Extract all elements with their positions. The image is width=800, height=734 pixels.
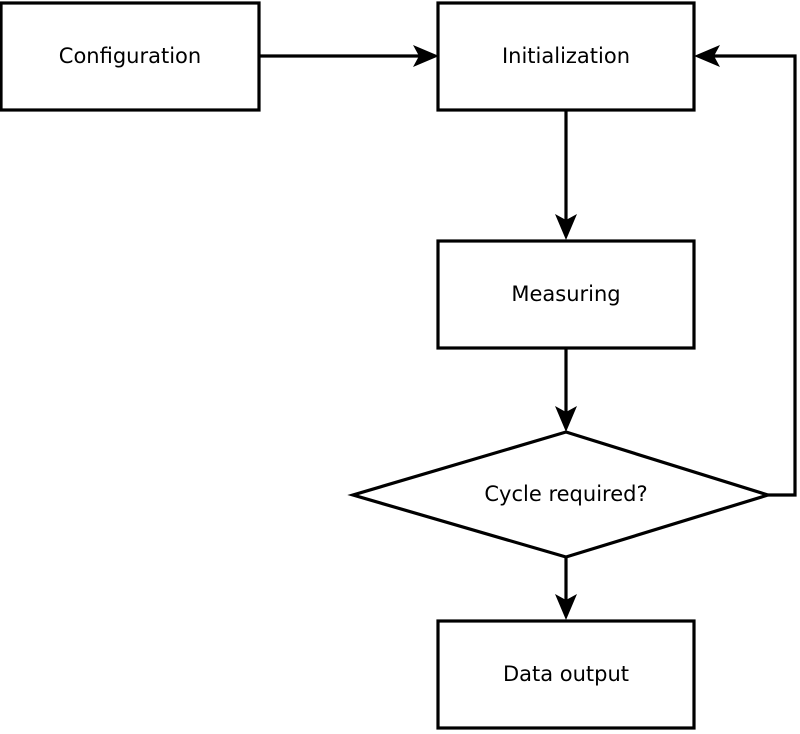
edge-line-feedback-loop	[701, 54, 797, 497]
node-configuration[interactable]: Configuration	[0, 1, 261, 112]
edge-decision-to-data-output	[555, 557, 577, 620]
initialization-label: Initialization	[502, 44, 630, 68]
node-initialization[interactable]: Initialization	[436, 1, 696, 112]
decision-label: Cycle required?	[484, 482, 647, 506]
arrowhead-init-measuring	[555, 214, 577, 240]
data-output-label: Data output	[503, 662, 629, 686]
arrowhead-config-init	[413, 45, 439, 67]
edge-configuration-to-initialization	[259, 45, 439, 67]
arrowhead-measuring-decision	[555, 406, 577, 432]
configuration-box[interactable]	[0, 1, 261, 112]
configuration-label: Configuration	[59, 44, 201, 68]
arrowhead-feedback-loop	[694, 45, 720, 67]
measuring-box[interactable]	[436, 239, 696, 350]
initialization-box[interactable]	[436, 1, 696, 112]
measuring-label: Measuring	[511, 282, 620, 306]
arrowhead-decision-output	[555, 594, 577, 620]
edge-measuring-to-decision	[555, 349, 577, 432]
decision-diamond[interactable]	[347, 430, 774, 559]
node-measuring[interactable]: Measuring	[436, 239, 696, 350]
data-output-box[interactable]	[436, 619, 696, 730]
node-decision[interactable]: Cycle required?	[347, 430, 774, 559]
edge-initialization-to-measuring	[555, 111, 577, 240]
node-data-output[interactable]: Data output	[436, 619, 696, 730]
edge-decision-to-initialization-loop	[694, 45, 797, 497]
